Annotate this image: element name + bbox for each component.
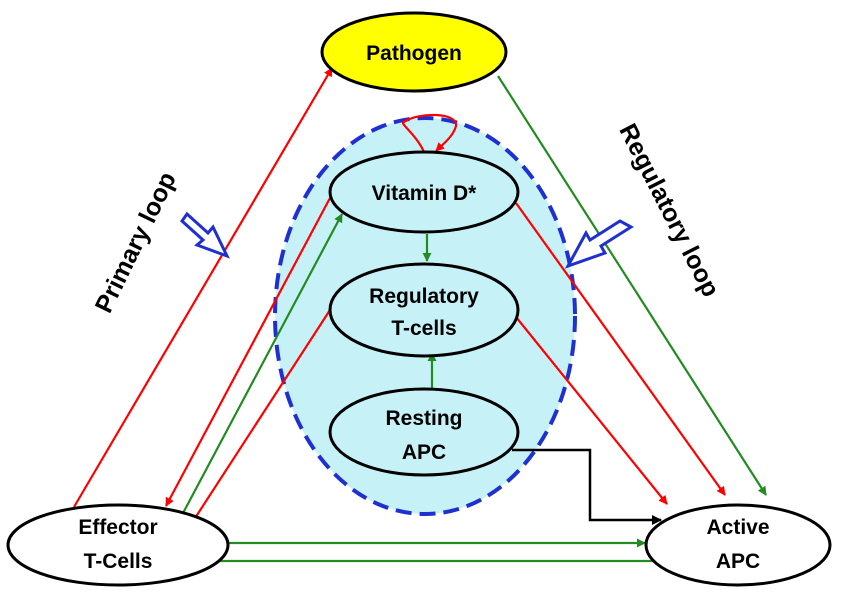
vitamin-d-node: Vitamin D*: [328, 150, 520, 234]
arrow-vitamin-d-to-effector: [165, 197, 331, 507]
resting-apc-label-line2: APC: [402, 441, 446, 464]
effector-tcells-node: Effector T-Cells: [6, 503, 230, 587]
vitamin-d-label: Vitamin D*: [372, 182, 477, 205]
regulatory-tcells-label-line2: T-cells: [391, 317, 456, 340]
arrow-resting-to-active-apc: [512, 448, 662, 525]
pathogen-node: Pathogen: [320, 11, 508, 93]
arrow-regulatory-to-active-apc: [515, 316, 668, 505]
effector-tcells-label-line2: T-Cells: [84, 550, 153, 573]
activating-arrows: [181, 75, 767, 566]
arrow-regulatory-to-effector: [185, 309, 331, 533]
arrow-vitamin-d-to-active-apc: [515, 202, 726, 496]
regulatory-tcells-node: Regulatory T-cells: [328, 262, 520, 358]
resting-apc-label-line1: Resting: [385, 407, 462, 430]
active-apc-label-line2: APC: [716, 550, 760, 573]
primary-loop-label: Primary loop: [90, 168, 182, 318]
regulatory-loop-pointer-arrow: [564, 219, 634, 269]
arrow-pathogen-to-active-apc: [497, 75, 767, 496]
regulatory-loop-label: Regulatory loop: [613, 119, 724, 301]
arrow-effector-to-pathogen: [73, 67, 333, 508]
regulatory-tcells-label-line1: Regulatory: [369, 285, 479, 308]
arrow-effector-to-vitamin-d: [181, 213, 343, 516]
inhibitory-arrows: [73, 67, 726, 533]
active-apc-node: Active APC: [644, 503, 832, 587]
vitamin-d-self-loop: [401, 113, 458, 153]
effector-tcells-label-line1: Effector: [78, 516, 157, 539]
active-apc-label-line1: Active: [706, 516, 769, 539]
resting-apc-node: Resting APC: [328, 387, 520, 477]
primary-loop-pointer-arrow: [180, 211, 230, 259]
pathogen-label: Pathogen: [366, 42, 462, 65]
